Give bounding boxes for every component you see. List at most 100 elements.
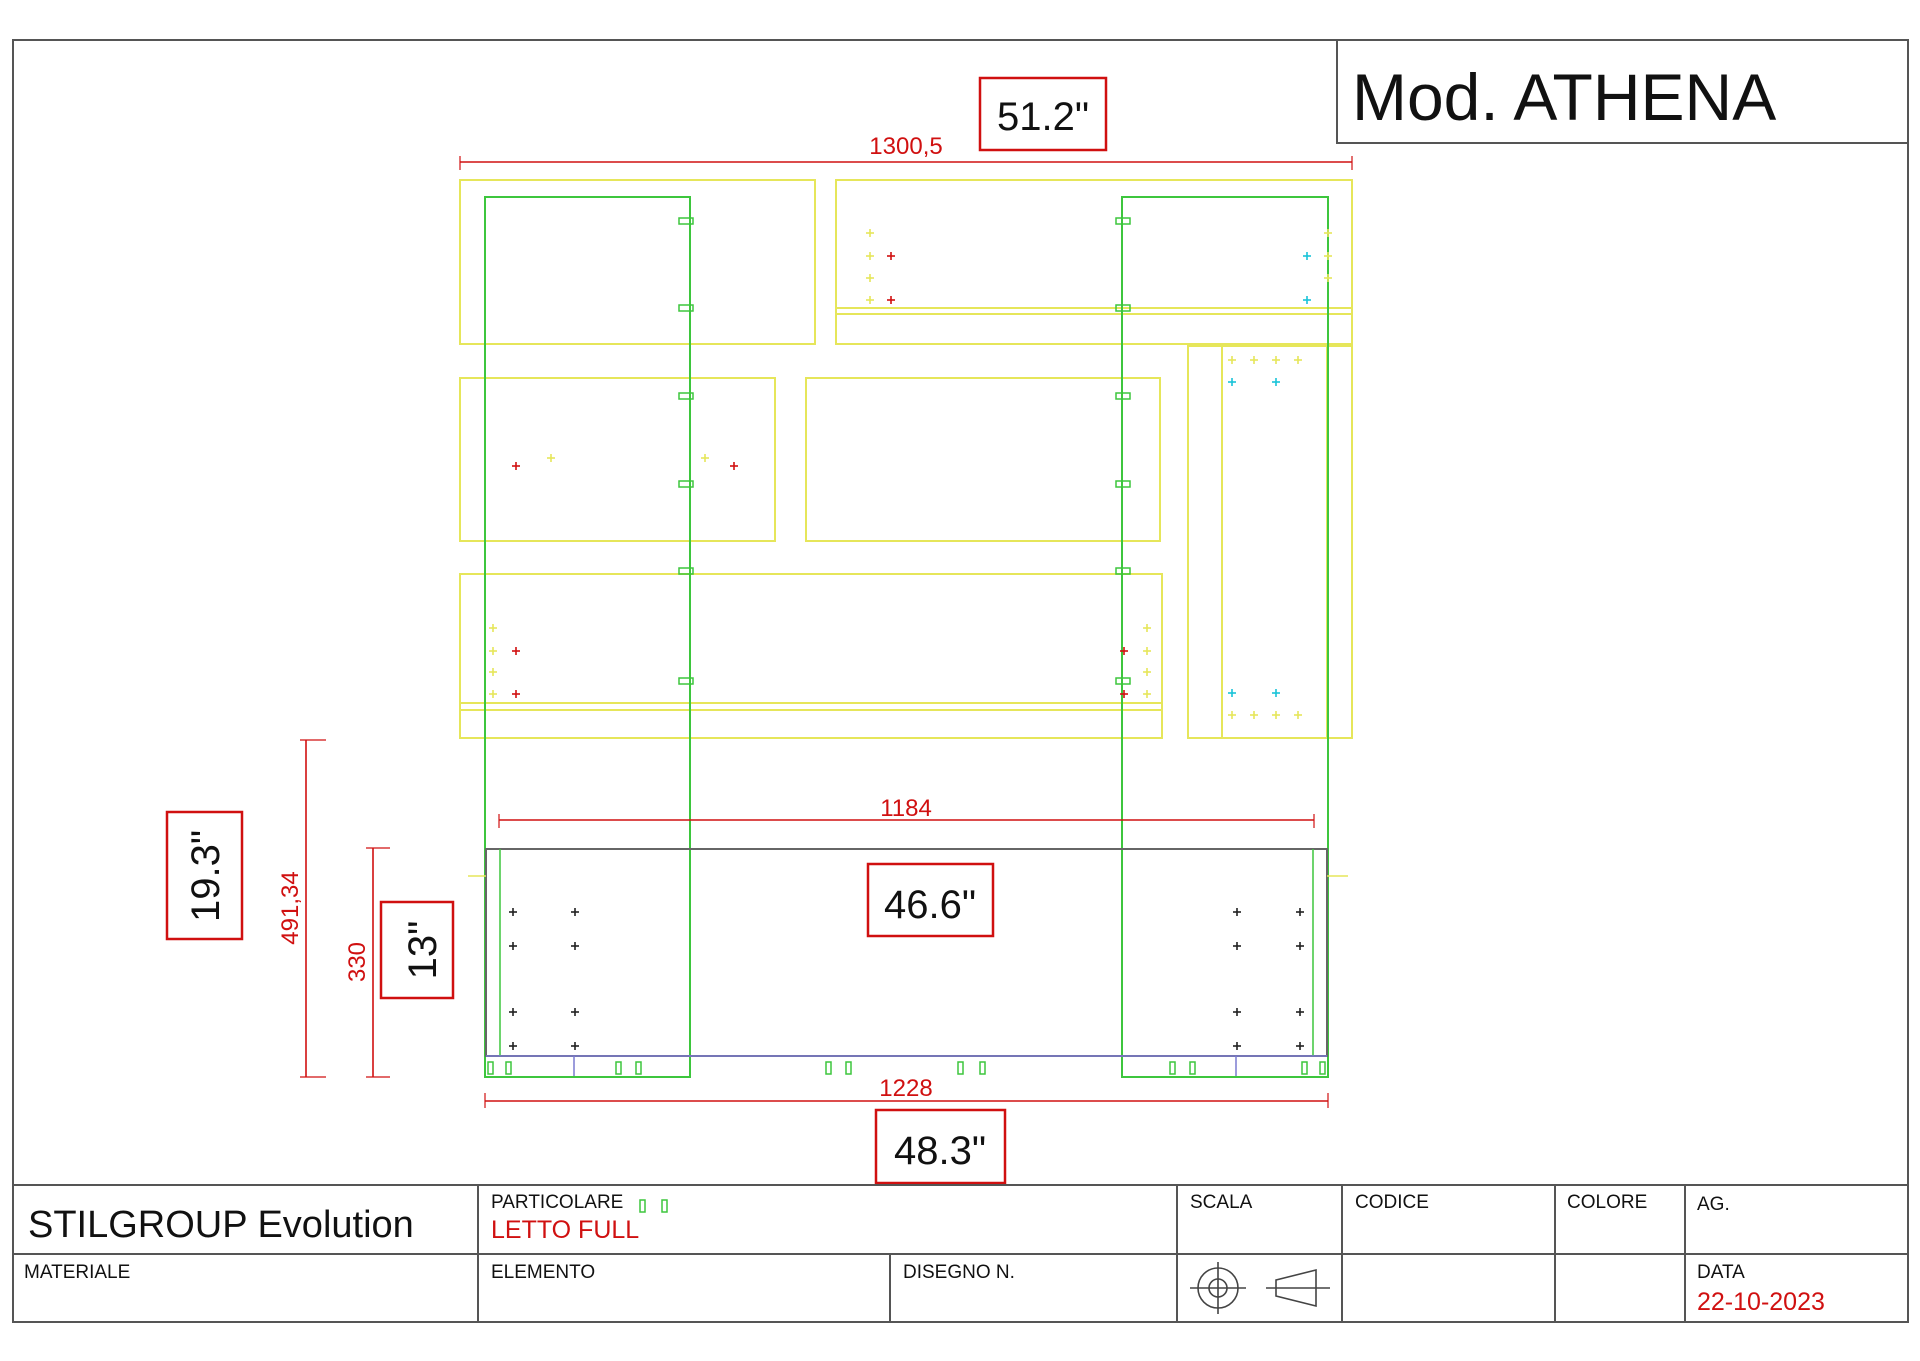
drill-hole-marker: [1272, 356, 1280, 364]
company-name: STILGROUP Evolution: [28, 1204, 414, 1246]
colore-label: COLORE: [1567, 1192, 1647, 1213]
top-width-inch: 51.2": [997, 95, 1089, 139]
drill-hole-marker: [571, 908, 579, 916]
drill-hole-marker: [1303, 252, 1311, 260]
green-panel-left: [484, 196, 691, 1078]
drill-hole-marker: [1228, 689, 1236, 697]
yellow-panel-mid-center: [805, 377, 1161, 542]
drill-hole-marker: [489, 690, 497, 698]
drill-hole-marker: [887, 252, 895, 260]
drill-hole-marker: [489, 647, 497, 655]
drill-hole-marker: [866, 296, 874, 304]
particolare-label: PARTICOLARE: [491, 1192, 623, 1213]
drill-hole-marker: [1233, 908, 1241, 916]
dimension-panel-height: 330: [344, 847, 390, 1078]
drill-hole-marker: [1143, 668, 1151, 676]
drill-hole-marker: [571, 1008, 579, 1016]
drill-hole-marker: [866, 229, 874, 237]
yellow-panel-right-tall: [1187, 345, 1353, 739]
projection-symbol-icon: [1190, 1262, 1330, 1314]
inner-width-inch: 46.6": [884, 883, 976, 927]
drill-hole-marker: [489, 668, 497, 676]
drill-hole-marker: [509, 1042, 517, 1050]
dimension-total-height: 491,34: [277, 739, 326, 1078]
total-height-inch-box: 19.3": [165, 810, 244, 941]
drill-hole-marker: [1120, 690, 1128, 698]
drill-hole-marker: [1296, 1042, 1304, 1050]
inner-width-label: 1184: [880, 795, 932, 822]
drill-hole-marker: [509, 1008, 517, 1016]
drill-hole-marker: [1272, 689, 1280, 697]
drill-hole-marker: [1143, 624, 1151, 632]
inner-width-inch-box: 46.6": [866, 862, 995, 938]
drill-hole-marker: [1296, 908, 1304, 916]
ag-label: AG.: [1697, 1194, 1730, 1215]
drill-hole-marker: [1272, 711, 1280, 719]
data-value: 22-10-2023: [1697, 1288, 1825, 1316]
drill-hole-marker: [1294, 356, 1302, 364]
materiale-label: MATERIALE: [24, 1262, 130, 1283]
drill-hole-marker: [512, 462, 520, 470]
drill-hole-marker: [1303, 296, 1311, 304]
drill-hole-marker: [1143, 690, 1151, 698]
panel-height-inch-box: 13": [379, 900, 455, 1000]
yellow-panel-lower-long: [459, 573, 1163, 739]
bottom-width-inch: 48.3": [894, 1129, 986, 1173]
yellow-panel-top-left: [459, 179, 816, 345]
drill-hole-marker: [701, 454, 709, 462]
disegno-label: DISEGNO N.: [903, 1262, 1015, 1283]
drill-holes: [489, 229, 1332, 1050]
title-block: STILGROUP Evolution PARTICOLARE LETTO FU…: [13, 1184, 1908, 1322]
top-width-label: 1300,5: [869, 133, 942, 160]
drill-hole-marker: [1296, 942, 1304, 950]
base-marks: [487, 1061, 1326, 1213]
drill-hole-marker: [489, 624, 497, 632]
connector-marks: [678, 217, 1131, 685]
drill-hole-marker: [509, 942, 517, 950]
drill-hole-marker: [1324, 229, 1332, 237]
yellow-panel-mid-left: [459, 377, 776, 542]
drill-hole-marker: [1324, 252, 1332, 260]
drill-hole-marker: [571, 1042, 579, 1050]
drill-hole-marker: [1228, 711, 1236, 719]
top-width-inch-box: 51.2": [978, 76, 1108, 152]
drill-hole-marker: [1233, 1008, 1241, 1016]
particolare-value: LETTO FULL: [491, 1216, 639, 1244]
total-height-inch: 19.3": [184, 830, 228, 922]
drill-hole-marker: [1296, 1008, 1304, 1016]
drill-hole-marker: [1120, 647, 1128, 655]
total-height-label: 491,34: [277, 871, 304, 944]
drill-hole-marker: [512, 690, 520, 698]
model-title-box: Mod. ATHENA: [1336, 40, 1908, 144]
panel-layout: [459, 179, 1353, 1213]
drill-hole-marker: [1324, 274, 1332, 282]
drill-hole-marker: [866, 252, 874, 260]
drill-hole-marker: [1233, 942, 1241, 950]
elemento-label: ELEMENTO: [491, 1262, 595, 1283]
drill-hole-marker: [1250, 356, 1258, 364]
drill-hole-marker: [1228, 356, 1236, 364]
panel-height-inch: 13": [401, 921, 445, 980]
dimension-bottom-width: 1228: [484, 1075, 1329, 1108]
drill-hole-marker: [1294, 711, 1302, 719]
yellow-panel-top-right: [835, 179, 1353, 345]
codice-label: CODICE: [1355, 1192, 1429, 1213]
drill-hole-marker: [1233, 1042, 1241, 1050]
drill-hole-marker: [1143, 647, 1151, 655]
bottom-width-inch-box: 48.3": [874, 1108, 1007, 1185]
drill-hole-marker: [512, 647, 520, 655]
panel-height-label: 330: [344, 942, 371, 982]
data-label: DATA: [1697, 1262, 1745, 1283]
drill-hole-marker: [509, 908, 517, 916]
bottom-width-label: 1228: [879, 1075, 932, 1102]
dimension-inner-width: 1184: [498, 795, 1315, 828]
dimension-top-width: 1300,5: [459, 133, 1353, 170]
drawing-border: [12, 39, 1909, 1323]
model-title: Mod. ATHENA: [1352, 60, 1776, 134]
drill-hole-marker: [1272, 378, 1280, 386]
drill-hole-marker: [730, 462, 738, 470]
green-panel-right: [1121, 196, 1329, 1078]
drill-hole-marker: [1250, 711, 1258, 719]
drill-hole-marker: [571, 942, 579, 950]
